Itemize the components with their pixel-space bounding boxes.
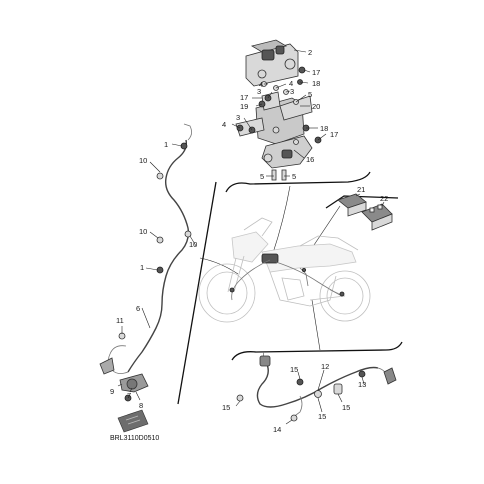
warning-label — [117, 409, 149, 433]
callout-5: 5 — [260, 172, 264, 181]
diagram-code: BRL3110D0510 — [110, 435, 159, 442]
front-wheel-sensor — [99, 357, 149, 402]
callout-15: 15 — [318, 412, 326, 421]
callout-5: 5 — [308, 90, 312, 99]
abs-leaders — [231, 49, 327, 177]
callout-10: 10 — [139, 227, 147, 236]
callout-3: 3 — [236, 113, 240, 122]
callout-18: 18 — [320, 124, 328, 133]
callout-22: 22 — [380, 194, 388, 203]
callout-4: 4 — [289, 79, 293, 88]
callout-10: 10 — [139, 156, 147, 165]
callout-14: 14 — [273, 425, 281, 434]
leader-abs-to-bike — [271, 185, 291, 257]
callout-4: 4 — [259, 80, 263, 89]
callout-1: 1 — [164, 140, 168, 149]
callout-16: 16 — [306, 155, 314, 164]
callout-3: 3 — [257, 87, 261, 96]
callout-2: 2 — [308, 48, 312, 57]
callout-15: 15 — [290, 365, 298, 374]
abs-lower-mount — [261, 135, 313, 169]
callout-8: 8 — [139, 401, 143, 410]
leader-rear-to-bike — [311, 299, 321, 351]
callout-20: 20 — [312, 102, 320, 111]
motorcycle-outline — [198, 217, 371, 323]
callout-labels: 2 17 4 4 18 3 3 17 5 19 20 4 3 18 17 16 … — [110, 48, 388, 434]
callout-13: 13 — [358, 380, 366, 389]
callout-11: 11 — [116, 316, 124, 325]
bike-wiring — [229, 259, 345, 301]
callout-12: 12 — [321, 362, 329, 371]
front-leaders — [117, 143, 197, 401]
separator-rear-harness — [231, 341, 403, 361]
separator-left-harness — [177, 181, 217, 405]
separator-relays — [325, 195, 399, 209]
rear-leaders — [235, 369, 365, 425]
callout-21: 21 — [357, 185, 365, 194]
front-harness — [103, 123, 192, 374]
callout-6: 6 — [136, 304, 140, 313]
front-clamps — [118, 142, 192, 340]
relay-21 — [337, 193, 367, 217]
callout-9: 9 — [110, 387, 114, 396]
callout-4: 4 — [222, 120, 226, 129]
rear-parts — [236, 355, 397, 422]
callout-15: 15 — [342, 403, 350, 412]
callout-18: 18 — [312, 79, 320, 88]
callout-17: 17 — [312, 68, 320, 77]
callout-10: 10 — [189, 240, 197, 249]
relay-22 — [361, 201, 393, 231]
callout-19: 19 — [240, 102, 248, 111]
callout-17: 17 — [240, 93, 248, 102]
callout-7: 7 — [127, 391, 131, 400]
leader-front-to-bike — [199, 257, 239, 275]
callout-5: 5 — [292, 172, 296, 181]
callout-1: 1 — [140, 263, 144, 272]
callout-3: 3 — [290, 87, 294, 96]
callout-17: 17 — [330, 130, 338, 139]
separator-abs-unit — [225, 171, 371, 193]
callout-15: 15 — [222, 403, 230, 412]
abs-hydraulic-unit — [245, 39, 299, 87]
